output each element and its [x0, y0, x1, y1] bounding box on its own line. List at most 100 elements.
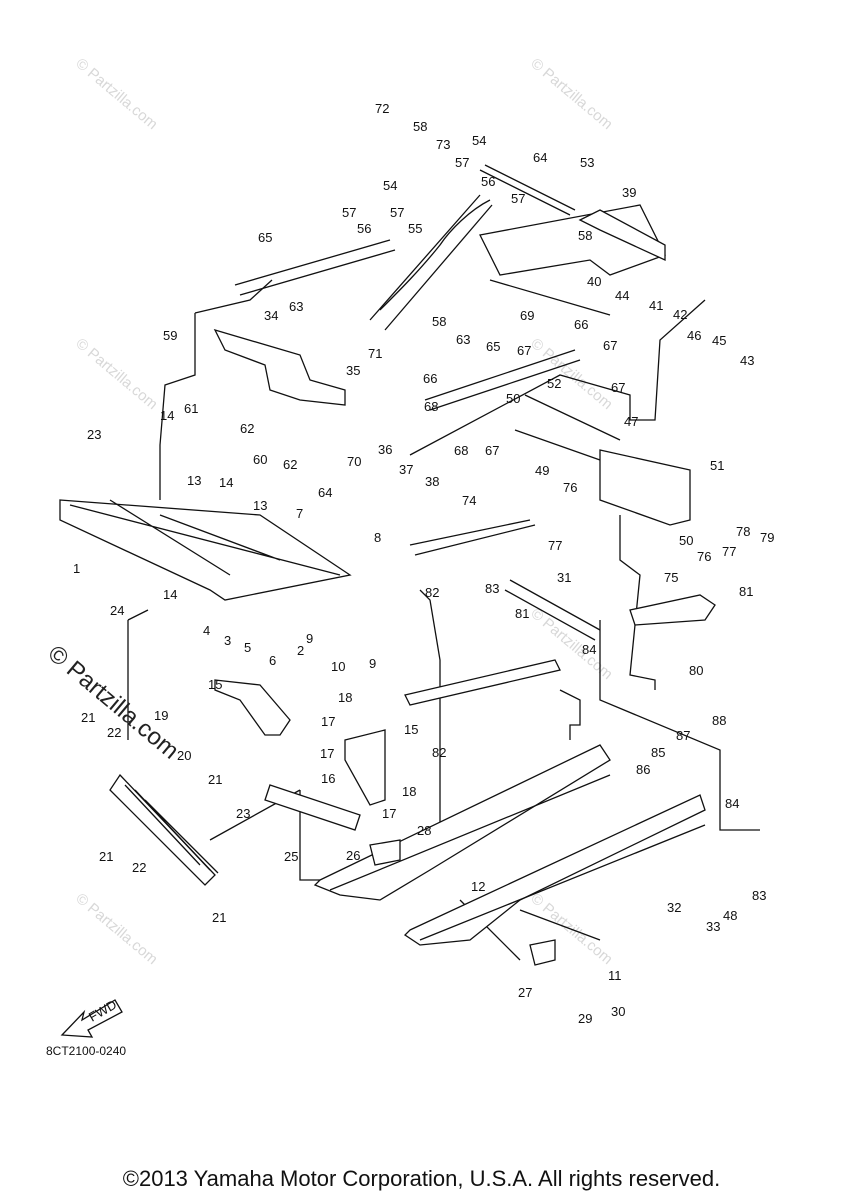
- part-label-83: 83: [485, 581, 499, 596]
- part-label-17: 17: [320, 746, 334, 761]
- part-label-76: 76: [563, 480, 577, 495]
- part-label-26: 26: [346, 848, 360, 863]
- part-label-14: 14: [163, 587, 177, 602]
- part-label-35: 35: [346, 363, 360, 378]
- part-label-69: 69: [520, 308, 534, 323]
- part-label-12: 12: [471, 879, 485, 894]
- part-label-46: 46: [687, 328, 701, 343]
- part-label-86: 86: [636, 762, 650, 777]
- part-label-71: 71: [368, 346, 382, 361]
- part-label-22: 22: [132, 860, 146, 875]
- part-label-83: 83: [752, 888, 766, 903]
- part-label-13: 13: [187, 473, 201, 488]
- part-label-44: 44: [615, 288, 629, 303]
- part-label-21: 21: [208, 772, 222, 787]
- schematic-group: [59, 164, 760, 1038]
- part-label-77: 77: [722, 544, 736, 559]
- part-label-82: 82: [432, 745, 446, 760]
- part-label-68: 68: [424, 399, 438, 414]
- fwd-arrow-icon: [60, 999, 123, 1038]
- part-label-21: 21: [81, 710, 95, 725]
- part-label-57: 57: [511, 191, 525, 206]
- part-label-61: 61: [184, 401, 198, 416]
- part-label-62: 62: [240, 421, 254, 436]
- part-label-21: 21: [212, 910, 226, 925]
- part-label-4: 4: [203, 623, 210, 638]
- part-label-45: 45: [712, 333, 726, 348]
- part-label-30: 30: [611, 1004, 625, 1019]
- part-label-17: 17: [321, 714, 335, 729]
- part-label-80: 80: [689, 663, 703, 678]
- part-label-10: 10: [331, 659, 345, 674]
- part-label-14: 14: [219, 475, 233, 490]
- part-label-88: 88: [712, 713, 726, 728]
- part-label-24: 24: [110, 603, 124, 618]
- part-label-38: 38: [425, 474, 439, 489]
- part-label-56: 56: [481, 174, 495, 189]
- part-label-64: 64: [318, 485, 332, 500]
- part-label-63: 63: [289, 299, 303, 314]
- part-label-29: 29: [578, 1011, 592, 1026]
- part-label-15: 15: [404, 722, 418, 737]
- part-label-57: 57: [390, 205, 404, 220]
- part-label-56: 56: [357, 221, 371, 236]
- copyright-notice: ©2013 Yamaha Motor Corporation, U.S.A. A…: [122, 1166, 721, 1191]
- part-label-60: 60: [253, 452, 267, 467]
- part-label-5: 5: [244, 640, 251, 655]
- part-label-76: 76: [697, 549, 711, 564]
- part-label-65: 65: [258, 230, 272, 245]
- part-label-17: 17: [382, 806, 396, 821]
- part-label-73: 73: [436, 137, 450, 152]
- part-label-81: 81: [515, 606, 529, 621]
- part-label-42: 42: [673, 307, 687, 322]
- part-label-19: 19: [154, 708, 168, 723]
- part-label-62: 62: [283, 457, 297, 472]
- part-label-58: 58: [578, 228, 592, 243]
- part-label-70: 70: [347, 454, 361, 469]
- part-label-31: 31: [557, 570, 571, 585]
- part-label-67: 67: [485, 443, 499, 458]
- part-label-18: 18: [338, 690, 352, 705]
- part-label-47: 47: [624, 414, 638, 429]
- part-label-32: 32: [667, 900, 681, 915]
- part-label-65: 65: [486, 339, 500, 354]
- part-label-15: 15: [208, 677, 222, 692]
- part-label-84: 84: [582, 642, 596, 657]
- part-label-64: 64: [533, 150, 547, 165]
- part-label-79: 79: [760, 530, 774, 545]
- part-label-68: 68: [454, 443, 468, 458]
- faint-watermark: © Partzilla.com: [72, 55, 160, 133]
- faint-watermark: © Partzilla.com: [72, 335, 160, 413]
- part-label-55: 55: [408, 221, 422, 236]
- part-label-58: 58: [432, 314, 446, 329]
- part-label-1: 1: [73, 561, 80, 576]
- part-label-54: 54: [383, 178, 397, 193]
- part-label-51: 51: [710, 458, 724, 473]
- part-label-39: 39: [622, 185, 636, 200]
- part-label-57: 57: [455, 155, 469, 170]
- part-label-66: 66: [423, 371, 437, 386]
- faint-watermark: © Partzilla.com: [72, 890, 160, 968]
- part-label-7: 7: [296, 506, 303, 521]
- part-label-77: 77: [548, 538, 562, 553]
- part-label-85: 85: [651, 745, 665, 760]
- part-label-34: 34: [264, 308, 278, 323]
- part-label-52: 52: [547, 376, 561, 391]
- part-label-8: 8: [374, 530, 381, 545]
- part-label-50: 50: [679, 533, 693, 548]
- part-label-9: 9: [369, 656, 376, 671]
- part-label-81: 81: [739, 584, 753, 599]
- part-label-25: 25: [284, 849, 298, 864]
- part-label-33: 33: [706, 919, 720, 934]
- part-label-75: 75: [664, 570, 678, 585]
- part-label-22: 22: [107, 725, 121, 740]
- part-label-27: 27: [518, 985, 532, 1000]
- part-label-53: 53: [580, 155, 594, 170]
- part-label-74: 74: [462, 493, 476, 508]
- part-label-43: 43: [740, 353, 754, 368]
- part-label-21: 21: [99, 849, 113, 864]
- part-label-16: 16: [321, 771, 335, 786]
- drawing-code: 8CT2100-0240: [46, 1044, 127, 1058]
- part-label-82: 82: [425, 585, 439, 600]
- part-label-67: 67: [611, 380, 625, 395]
